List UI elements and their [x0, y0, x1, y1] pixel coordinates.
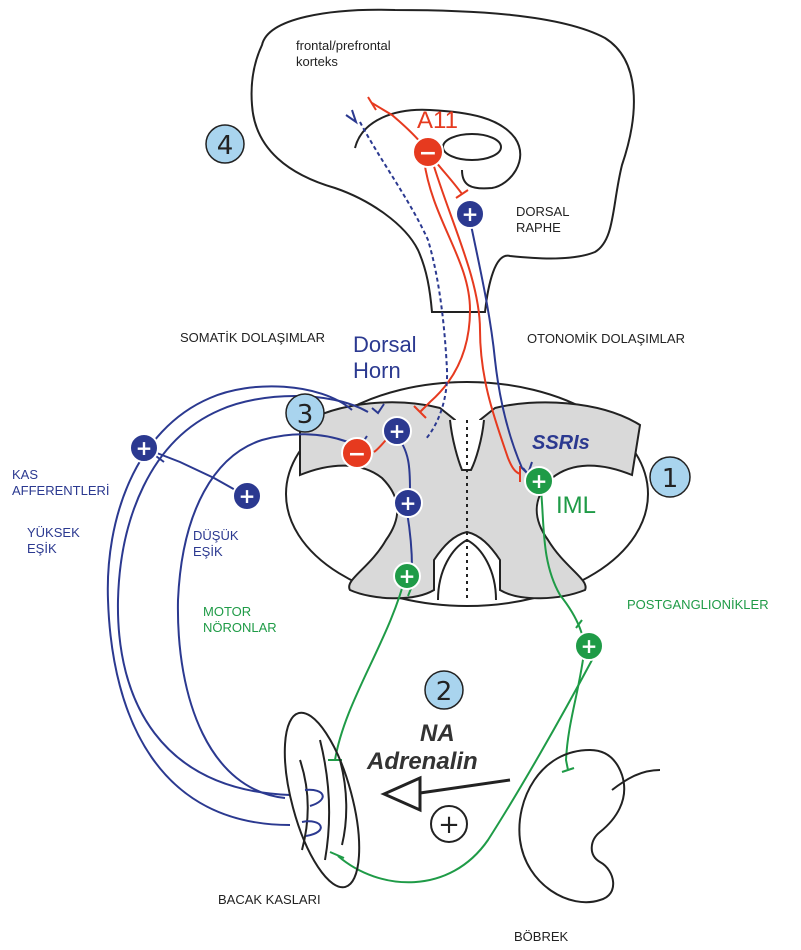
cortex-label-line2: korteks	[296, 54, 338, 69]
minus-sign: −	[348, 442, 366, 467]
dorsal-horn-plus-node: +	[383, 417, 411, 445]
a11-inhibitory-node: −	[413, 137, 443, 167]
plus-sign: +	[239, 484, 256, 508]
plus-sign: +	[531, 469, 548, 493]
dorsal-raphe-line2: RAPHE	[516, 220, 561, 235]
postganglionic-label: POSTGANGLIONİKLER	[627, 597, 769, 612]
dorsal-horn-line2: Horn	[353, 358, 401, 383]
kidney-label: BÖBREK	[514, 929, 569, 944]
iml-label: IML	[556, 492, 596, 519]
minus-sign: −	[419, 141, 437, 166]
leg-muscle	[270, 705, 375, 894]
autonomic-label: OTONOMİK DOLAŞIMLAR	[527, 331, 685, 346]
high-threshold-afferent-node: +	[130, 434, 158, 462]
postganglionic-node: +	[575, 632, 603, 660]
motor-neuron-node: +	[394, 563, 420, 589]
high-threshold-line1: YÜKSEK	[27, 525, 80, 540]
high-threshold-line2: EŞİK	[27, 541, 57, 556]
muscle-afferents-line2: AFFERENTLERİ	[12, 483, 110, 498]
kidney	[519, 750, 660, 902]
svg-text:1: 1	[662, 464, 679, 494]
motor-neurons-line1: MOTOR	[203, 604, 251, 619]
low-threshold-afferent-node: +	[233, 482, 261, 510]
svg-text:4: 4	[217, 131, 234, 161]
iml-node: +	[525, 467, 553, 495]
dorsal-horn-line1: Dorsal	[353, 332, 417, 357]
plus-sign: +	[389, 419, 406, 443]
adrenaline-label: Adrenalin	[366, 748, 478, 775]
na-label: NA	[420, 720, 455, 747]
dorsal-horn-minus-node: −	[342, 438, 372, 468]
plus-sign: +	[136, 436, 153, 460]
a11-label: A11	[417, 107, 458, 134]
plus-sign: +	[462, 202, 479, 226]
plus-sign: +	[399, 564, 416, 588]
low-threshold-line1: DÜŞÜK	[193, 528, 239, 543]
plus-sign: +	[438, 810, 460, 840]
plus-sign: +	[400, 491, 417, 515]
ssris-label: SSRIs	[532, 432, 590, 454]
marker-2: 2	[425, 671, 463, 709]
marker-3: 3	[286, 394, 324, 432]
motor-neurons-line2: NÖRONLAR	[203, 620, 277, 635]
low-threshold-line2: EŞİK	[193, 544, 223, 559]
plus-sign: +	[581, 634, 598, 658]
muscle-afferents-line1: KAS	[12, 467, 38, 482]
svg-text:2: 2	[436, 677, 453, 707]
svg-text:3: 3	[297, 400, 314, 430]
dorsal-raphe-line1: DORSAL	[516, 204, 569, 219]
cortex-label-line1: frontal/prefrontal	[296, 38, 391, 53]
somatic-label: SOMATİK DOLAŞIMLAR	[180, 330, 325, 345]
leg-muscles-label: BACAK KASLARI	[218, 892, 321, 907]
marker-1: 1	[650, 457, 690, 497]
marker-4: 4	[206, 125, 244, 163]
interneuron-plus-node: +	[394, 489, 422, 517]
dorsal-raphe-node: +	[456, 200, 484, 228]
adrenaline-plus-node: +	[431, 806, 467, 842]
